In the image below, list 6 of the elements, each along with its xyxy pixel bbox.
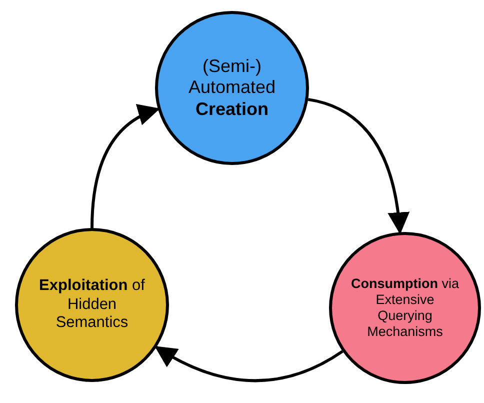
curved-arrow: [90, 105, 160, 228]
curved-arrow: [308, 98, 410, 234]
node-label: Exploitation of Hidden Semantics: [38, 277, 146, 333]
curved-arrow: [154, 346, 344, 382]
node-label: (Semi-) Automated Creation: [187, 56, 277, 120]
node-label: Consumption via Extensive Querying Mechanisms: [350, 276, 460, 340]
